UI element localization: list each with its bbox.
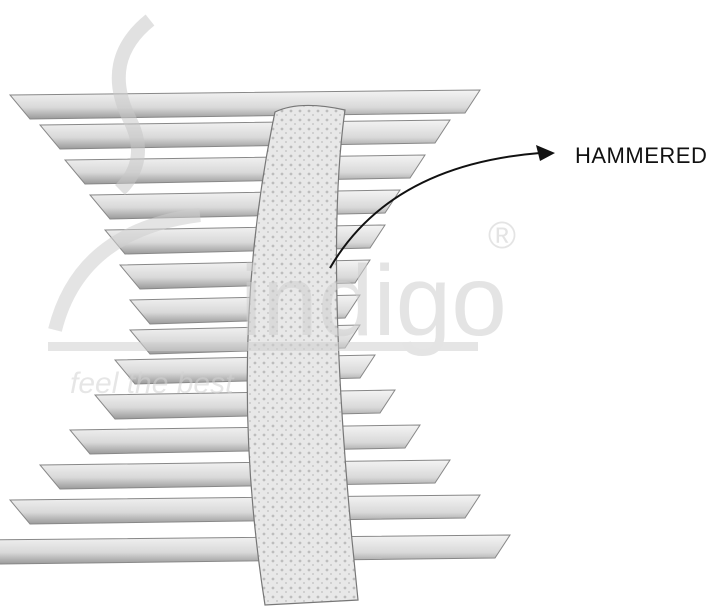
arrow-head-icon bbox=[536, 145, 555, 161]
hammered-callout-label: HAMMERED bbox=[575, 143, 708, 168]
tier-band bbox=[8, 494, 481, 525]
watermark-logo: indigo feel the best ® bbox=[48, 14, 516, 400]
svg-text:feel the best: feel the best bbox=[70, 367, 235, 400]
tier-band bbox=[38, 459, 451, 490]
svg-text:indigo: indigo bbox=[240, 245, 507, 357]
hammered-panel bbox=[246, 104, 359, 606]
tier-band bbox=[68, 424, 421, 455]
tier-band bbox=[38, 119, 451, 150]
tier-band bbox=[0, 534, 511, 565]
svg-text:®: ® bbox=[488, 215, 516, 257]
callout-arrow bbox=[329, 152, 541, 269]
tier-band bbox=[8, 89, 481, 120]
tier-band bbox=[88, 189, 401, 220]
tier-band bbox=[63, 154, 426, 185]
